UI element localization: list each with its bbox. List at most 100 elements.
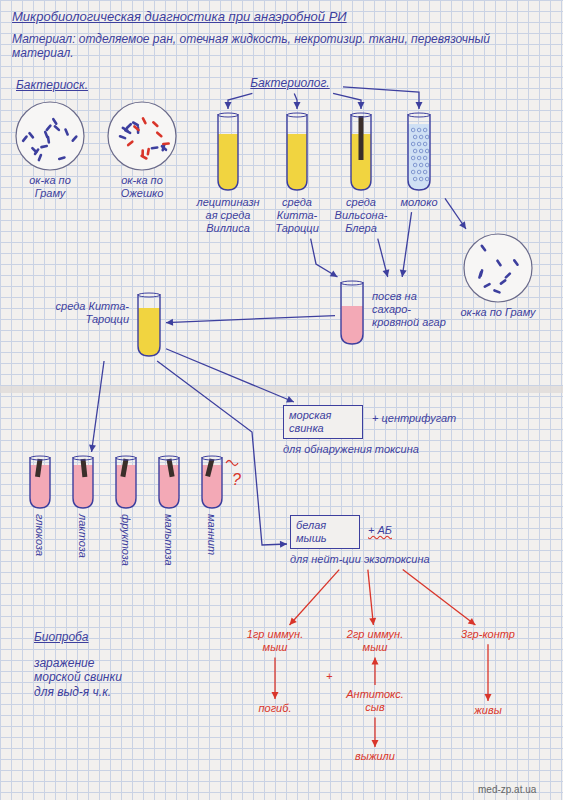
tube-outline: [116, 457, 136, 508]
sugar-tube: глюкоза: [25, 455, 55, 573]
smear-label: ок-ка по Ожешко: [106, 174, 178, 200]
connector-line: [368, 570, 374, 625]
medium-fill: [202, 465, 222, 508]
test-tube: [338, 280, 366, 346]
rod: [120, 459, 128, 478]
animal-box: морская свинкадля обнаружения токсина: [283, 405, 443, 457]
rod: [81, 459, 88, 477]
arrow-connector: [378, 239, 390, 277]
result-note: 2гр иммун. мыш: [338, 628, 412, 654]
bacterium: [37, 153, 42, 161]
result-note: выжили: [346, 750, 404, 763]
tube-rim: [287, 113, 307, 117]
animal-name: морская свинка: [289, 409, 357, 435]
box-outline: морская свинка: [283, 405, 363, 439]
tube-node: лецитиназная среда Виллиса: [195, 112, 261, 236]
milk-texture: [423, 128, 427, 132]
medium-label: молоко: [396, 196, 442, 209]
arrow-connector: [372, 717, 379, 747]
tube-outline: [218, 114, 238, 190]
plus-sign: +: [326, 670, 336, 683]
label-holder: лактоза: [68, 510, 98, 573]
arrow-head: [225, 102, 232, 109]
arrow-head: [358, 102, 365, 109]
arrow-connector: [485, 644, 492, 701]
tube-outline: [202, 457, 222, 508]
tube-outline: [30, 457, 50, 508]
connector-line: [333, 93, 361, 109]
test-tube: [199, 455, 225, 510]
smear-label: ок-ка по Граму: [459, 306, 537, 319]
sugar-tube: мальтоза: [154, 455, 184, 573]
bacterium: [126, 140, 134, 147]
medium-label: лецитиназная среда Виллиса: [195, 196, 261, 236]
smear-label: ок-ка по Граму: [14, 174, 86, 200]
connector-line: [402, 212, 411, 277]
tube-outline: [351, 114, 371, 190]
arrow-head: [272, 692, 279, 699]
arrow-head: [400, 270, 407, 277]
sugar-label: мальтоза: [162, 514, 175, 566]
page-title: Микробиологическая диагностика при анаэр…: [12, 9, 552, 25]
rod: [359, 116, 364, 160]
bacterium: [141, 117, 147, 125]
connector-line: [228, 93, 252, 109]
result-note: 3гр-контр: [448, 628, 528, 641]
section-heading: Биопроба: [34, 630, 134, 644]
medium-fill: [287, 134, 307, 190]
result-note: погиб.: [250, 702, 300, 715]
milk-texture: [419, 135, 423, 139]
bacterium: [162, 142, 170, 145]
tube-outline: [138, 294, 160, 356]
circle-outline: [108, 102, 176, 170]
medium-fill: [408, 124, 430, 190]
milk-texture: [417, 170, 421, 174]
bacterium: [493, 289, 501, 294]
smear-circle: [14, 100, 86, 172]
rod: [35, 459, 42, 478]
sugar-tube: маннит: [197, 455, 227, 573]
question-mark: ?: [232, 470, 244, 489]
section-heading: Бактериоск.: [16, 78, 106, 92]
test-tube: [284, 112, 310, 192]
tube-outline: [159, 457, 179, 508]
rod: [205, 458, 214, 477]
label-holder: фруктоза: [111, 510, 141, 573]
bacterium: [40, 144, 48, 148]
bacterium: [146, 147, 150, 155]
node-text: 1гр иммун. мыш: [238, 628, 312, 654]
bacterium: [118, 135, 126, 140]
bacterium: [478, 271, 483, 279]
label-holder: глюкоза: [25, 510, 55, 573]
arrow-connector: [166, 316, 335, 326]
bacterium: [496, 259, 503, 267]
material-note: Материал: отделяемое ран, отечная жидкос…: [12, 32, 552, 61]
red-squiggle: [226, 461, 238, 466]
bacterium: [483, 282, 491, 288]
tube-node: посев на сахаро-кровяной агар: [338, 280, 456, 346]
circle-outline: [16, 102, 84, 170]
sugar-label: фруктоза: [119, 514, 132, 566]
bacterium: [150, 146, 158, 150]
arrow-connector: [225, 93, 253, 109]
circle-outline: [464, 234, 532, 302]
tube-rim: [116, 456, 136, 460]
medium-fill: [218, 134, 238, 190]
tube-rim: [138, 293, 160, 297]
watermark: med-zp.at.ua: [478, 784, 558, 796]
arrow-head: [294, 102, 301, 109]
bacterium: [64, 128, 70, 136]
arrow-head: [369, 618, 376, 625]
tube-rim: [73, 456, 93, 460]
milk-texture: [413, 177, 417, 181]
rod: [167, 459, 175, 478]
tube-rim: [202, 456, 222, 460]
arrow-head: [372, 657, 379, 664]
smear-node: ок-ка по Граму: [14, 100, 86, 200]
connector-line: [445, 198, 466, 229]
bioassay-note: заражение морской свинки для выд-я ч.к.: [34, 656, 134, 699]
tube-node: среда Китта-Тароцци: [268, 112, 326, 236]
section-heading: Бактериолог.: [240, 76, 340, 90]
arrow-connector: [343, 87, 423, 109]
test-tube: [215, 112, 241, 192]
